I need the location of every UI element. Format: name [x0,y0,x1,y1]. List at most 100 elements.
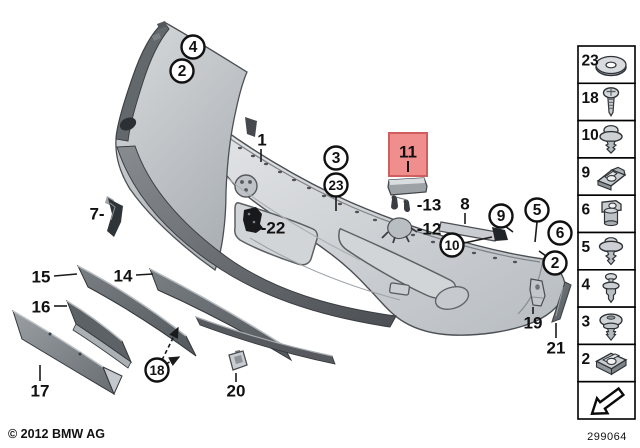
bracket-22 [243,207,263,233]
strip-14-highlight [149,268,284,346]
legend-row-6[interactable]: 6 [577,194,636,234]
legend-row-10[interactable]: 10 [577,119,636,159]
callout-c18[interactable]: 18 [144,357,170,383]
callout-label-c18: 18 [149,363,165,378]
callout-c2-right[interactable]: 2 [542,250,568,276]
legend-number-4: 4 [582,276,591,293]
callout-label-1: 1 [257,131,266,150]
callout-c9[interactable]: 9 [488,203,514,229]
lower-lip-band [116,145,397,328]
legend-number-5: 5 [582,239,591,256]
legend-row-3[interactable]: 3 [577,306,636,346]
fog-lamp-recess [434,286,470,310]
legend-number-9: 9 [582,164,591,181]
tip-clip-mark [157,21,167,29]
legend-row-arrow[interactable] [577,380,636,420]
bumper-side-view [115,21,397,328]
tip-clip-mark-2 [152,33,161,41]
callout-label-16: 16 [32,298,51,317]
legend-row-4[interactable]: 4 [577,268,636,308]
clip-9-10 [492,227,508,241]
callout-label-c5: 5 [533,202,542,219]
highlighted-callout-11[interactable]: 11 [388,132,428,177]
callout-13[interactable]: -13 [417,196,442,215]
legend-row-9[interactable]: 9 [577,157,636,196]
callout-label-c2-top: 2 [178,63,187,80]
legend-row-5[interactable]: 5 [577,231,636,271]
trim-parts [12,177,572,396]
callout-label-c9: 9 [497,208,506,225]
callout-8[interactable]: 8 [460,195,469,214]
legend-number-3: 3 [582,314,591,331]
callout-label-20: 20 [227,382,246,401]
callout-20[interactable]: 20 [227,382,246,401]
legend-number-23: 23 [582,53,600,70]
callout-c4[interactable]: 4 [180,34,206,60]
callout-12[interactable]: -12 [417,220,442,239]
callout-label-c6: 6 [556,225,565,242]
callout-label-c2-right: 2 [551,255,560,272]
callout-label-13: -13 [417,196,442,215]
callout-label-22: -22 [261,219,286,238]
filler-17-highlight [12,310,104,368]
callout-label-c10: 10 [444,238,459,253]
strip-16-highlight [66,300,123,342]
callout-label-14: 14 [114,267,133,286]
bracket-8 [438,221,508,242]
legend-row-2[interactable]: 2 [577,343,636,383]
bracket-7 [105,196,123,237]
side-panel-edge [115,21,170,142]
callout-label-17: 17 [31,382,50,401]
legend-number-18: 18 [582,90,600,107]
callout-label-c23: 23 [328,178,344,193]
callout-c23[interactable]: 23 [323,172,349,198]
callout-22[interactable]: -22 [261,219,286,238]
callout-label-12: -12 [417,220,442,239]
callout-label-19: 19 [524,314,543,333]
callout-label-15: 15 [32,268,51,287]
legend-row-18[interactable]: 18 [577,82,636,122]
washer-icon [595,55,627,77]
callout-21[interactable]: 21 [547,339,566,358]
callout-19[interactable]: 19 [524,314,543,333]
strip-21 [551,281,572,323]
diagram-code: 299064 [587,431,627,443]
callout-15[interactable]: 15 [32,268,51,287]
callout-label-7: 7- [89,205,104,224]
clip-20 [228,350,248,371]
tow-hook-cover-11 [387,177,428,196]
rim-inner-line [203,119,541,263]
clip-12 [381,217,418,244]
filler-17-hole-2 [78,352,82,356]
lower-crease-line [249,237,401,301]
center-support-bracket [245,117,257,137]
bracket-19 [529,278,546,307]
callout-16[interactable]: 16 [32,298,51,317]
side-panel-slot [119,117,137,131]
callout-label-c4: 4 [189,39,198,56]
bmw-roundel [234,174,258,198]
callout-c5[interactable]: 5 [524,197,550,223]
highlight-label: 11 [399,143,417,162]
legend-row-23[interactable]: 23 [577,45,636,85]
callout-7[interactable]: 7- [89,205,104,224]
callout-14[interactable]: 14 [114,267,133,286]
callout-c2-top[interactable]: 2 [169,58,195,84]
legend-number-2: 2 [582,351,591,368]
callout-c3[interactable]: 3 [323,145,349,171]
callout-17[interactable]: 17 [31,382,50,401]
callout-c10[interactable]: 10 [439,232,465,258]
callout-label-c3: 3 [332,150,341,167]
callout-label-21: 21 [547,339,566,358]
lower-strip-highlight [195,316,333,357]
tow-hook-slot [389,282,410,296]
callout-c6[interactable]: 6 [547,220,573,246]
crease-line [217,169,361,261]
copyright-text: © 2012 BMW AG [8,427,105,441]
callout-label-8: 8 [460,195,469,214]
bumper-front-view [165,111,566,336]
callout-1[interactable]: 1 [257,131,266,150]
filler-17-hole [48,332,52,336]
filler-17-endcap [102,365,123,396]
